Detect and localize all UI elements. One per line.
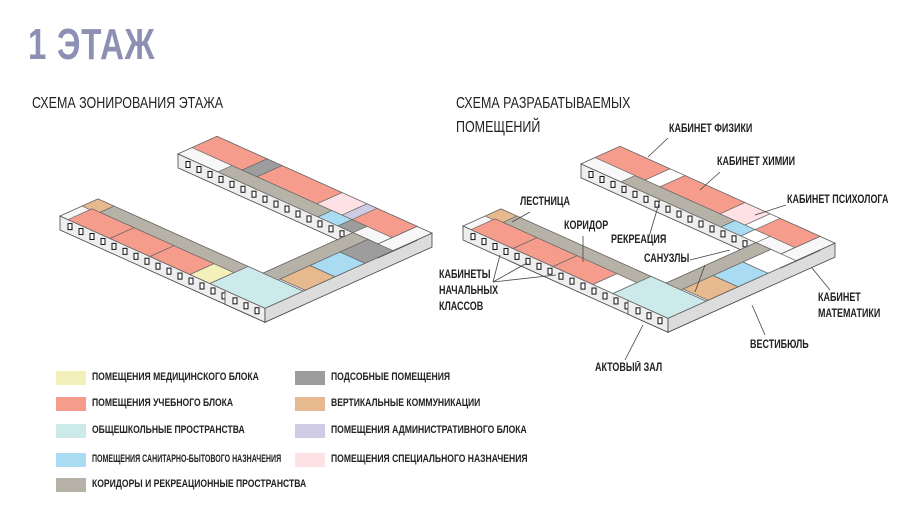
room-math xyxy=(351,207,418,238)
legend-swatch xyxy=(56,453,86,467)
legend-swatch xyxy=(295,424,325,438)
label-corridor: КОРИДОР xyxy=(564,220,609,232)
left-scheme-title: СХЕМА ЗОНИРОВАНИЯ ЭТАЖА xyxy=(32,95,224,112)
window-icon xyxy=(218,175,224,183)
window-icon xyxy=(100,237,106,245)
window-icon xyxy=(273,200,279,208)
label-chemistry: КАБИНЕТ ХИМИИ xyxy=(717,156,796,168)
room-assembly-hall xyxy=(209,266,304,309)
window-icon xyxy=(251,190,257,198)
window-icon xyxy=(492,243,498,250)
window-icon xyxy=(177,272,183,280)
label-primary-classes: КАБИНЕТЫ НАЧАЛЬНЫХ КЛАССОВ xyxy=(439,269,499,313)
label-assembly-hall: АКТОВЫЙ ЗАЛ xyxy=(595,362,663,374)
window-icon xyxy=(720,230,726,238)
window-icon xyxy=(166,267,172,275)
window-icon xyxy=(613,297,619,305)
legend-swatch xyxy=(56,478,86,492)
window-icon xyxy=(254,307,260,315)
window-icon xyxy=(558,272,564,280)
window-icon xyxy=(646,312,652,320)
window-icon xyxy=(317,220,323,228)
label-physics: КАБИНЕТ ФИЗИКИ xyxy=(669,123,753,135)
label-recreation: РЕКРЕАЦИЯ xyxy=(611,234,667,246)
window-icon xyxy=(635,307,641,315)
window-icon xyxy=(621,185,627,193)
window-icon xyxy=(481,238,487,246)
window-icon xyxy=(229,180,235,188)
window-icon xyxy=(78,228,84,236)
window-icon xyxy=(155,262,161,270)
window-icon xyxy=(742,240,748,248)
window-icon xyxy=(188,277,194,285)
window-icon xyxy=(111,242,117,250)
room-utility xyxy=(339,239,394,264)
window-icon xyxy=(67,223,73,231)
window-icon xyxy=(207,170,213,178)
window-icon xyxy=(632,190,638,198)
room-math xyxy=(754,217,821,248)
room-assembly-hall xyxy=(612,276,707,319)
window-icon xyxy=(525,257,531,265)
legend-swatch xyxy=(56,371,86,385)
window-icon xyxy=(185,161,191,168)
window-icon xyxy=(339,230,345,238)
label-psychologist: КАБИНЕТ ПСИХОЛОГА xyxy=(787,194,889,206)
window-icon xyxy=(144,257,150,265)
window-icon xyxy=(306,215,312,223)
room-utility xyxy=(740,229,771,244)
window-icon xyxy=(199,282,205,290)
window-icon xyxy=(295,210,301,218)
window-icon xyxy=(240,185,246,193)
room-utility xyxy=(337,219,368,234)
window-icon xyxy=(698,220,704,228)
window-icon xyxy=(536,262,542,270)
legend-swatch xyxy=(295,453,325,467)
label-toilets: САНУЗЛЫ xyxy=(644,253,690,265)
window-icon xyxy=(709,225,715,233)
rooms-plan-drawing xyxy=(462,145,836,333)
window-icon xyxy=(122,247,128,255)
window-icon xyxy=(284,205,290,213)
label-math: КАБИНЕТ МАТЕМАТИКИ xyxy=(818,292,881,320)
page-title: 1 ЭТАЖ xyxy=(28,20,156,69)
window-icon xyxy=(657,317,663,325)
legend-swatch xyxy=(295,371,325,385)
legend-swatch xyxy=(295,397,325,411)
window-icon xyxy=(599,175,605,183)
right-scheme-title: СХЕМА РАЗРАБАТЫВАЕМЫХ ПОМЕЩЕНИЙ xyxy=(456,95,631,136)
window-icon xyxy=(569,277,575,285)
window-icon xyxy=(580,282,586,290)
window-icon xyxy=(547,267,553,275)
window-icon xyxy=(262,195,268,203)
window-icon xyxy=(591,287,597,295)
window-icon xyxy=(210,287,216,295)
window-icon xyxy=(232,297,238,305)
window-icon xyxy=(687,215,693,223)
window-icon xyxy=(514,252,520,260)
window-icon xyxy=(602,292,608,300)
room-utility xyxy=(742,249,797,274)
window-icon xyxy=(196,165,202,173)
window-icon xyxy=(243,302,249,310)
label-vestibule: ВЕСТИБЮЛЬ xyxy=(750,339,809,351)
zoning-plan-drawing xyxy=(59,135,433,323)
window-icon xyxy=(731,235,737,243)
window-icon xyxy=(470,233,476,241)
legend-swatch xyxy=(56,424,86,438)
window-icon xyxy=(588,171,594,178)
window-icon xyxy=(503,247,509,255)
window-icon xyxy=(676,210,682,218)
window-icon xyxy=(89,233,95,240)
window-icon xyxy=(610,180,616,188)
window-icon xyxy=(665,205,671,213)
label-stairs: ЛЕСТНИЦА xyxy=(520,196,570,208)
window-icon xyxy=(643,195,649,203)
legend-swatch xyxy=(56,397,86,411)
window-icon xyxy=(133,252,139,260)
callout-lines xyxy=(492,137,831,361)
window-icon xyxy=(328,225,334,233)
